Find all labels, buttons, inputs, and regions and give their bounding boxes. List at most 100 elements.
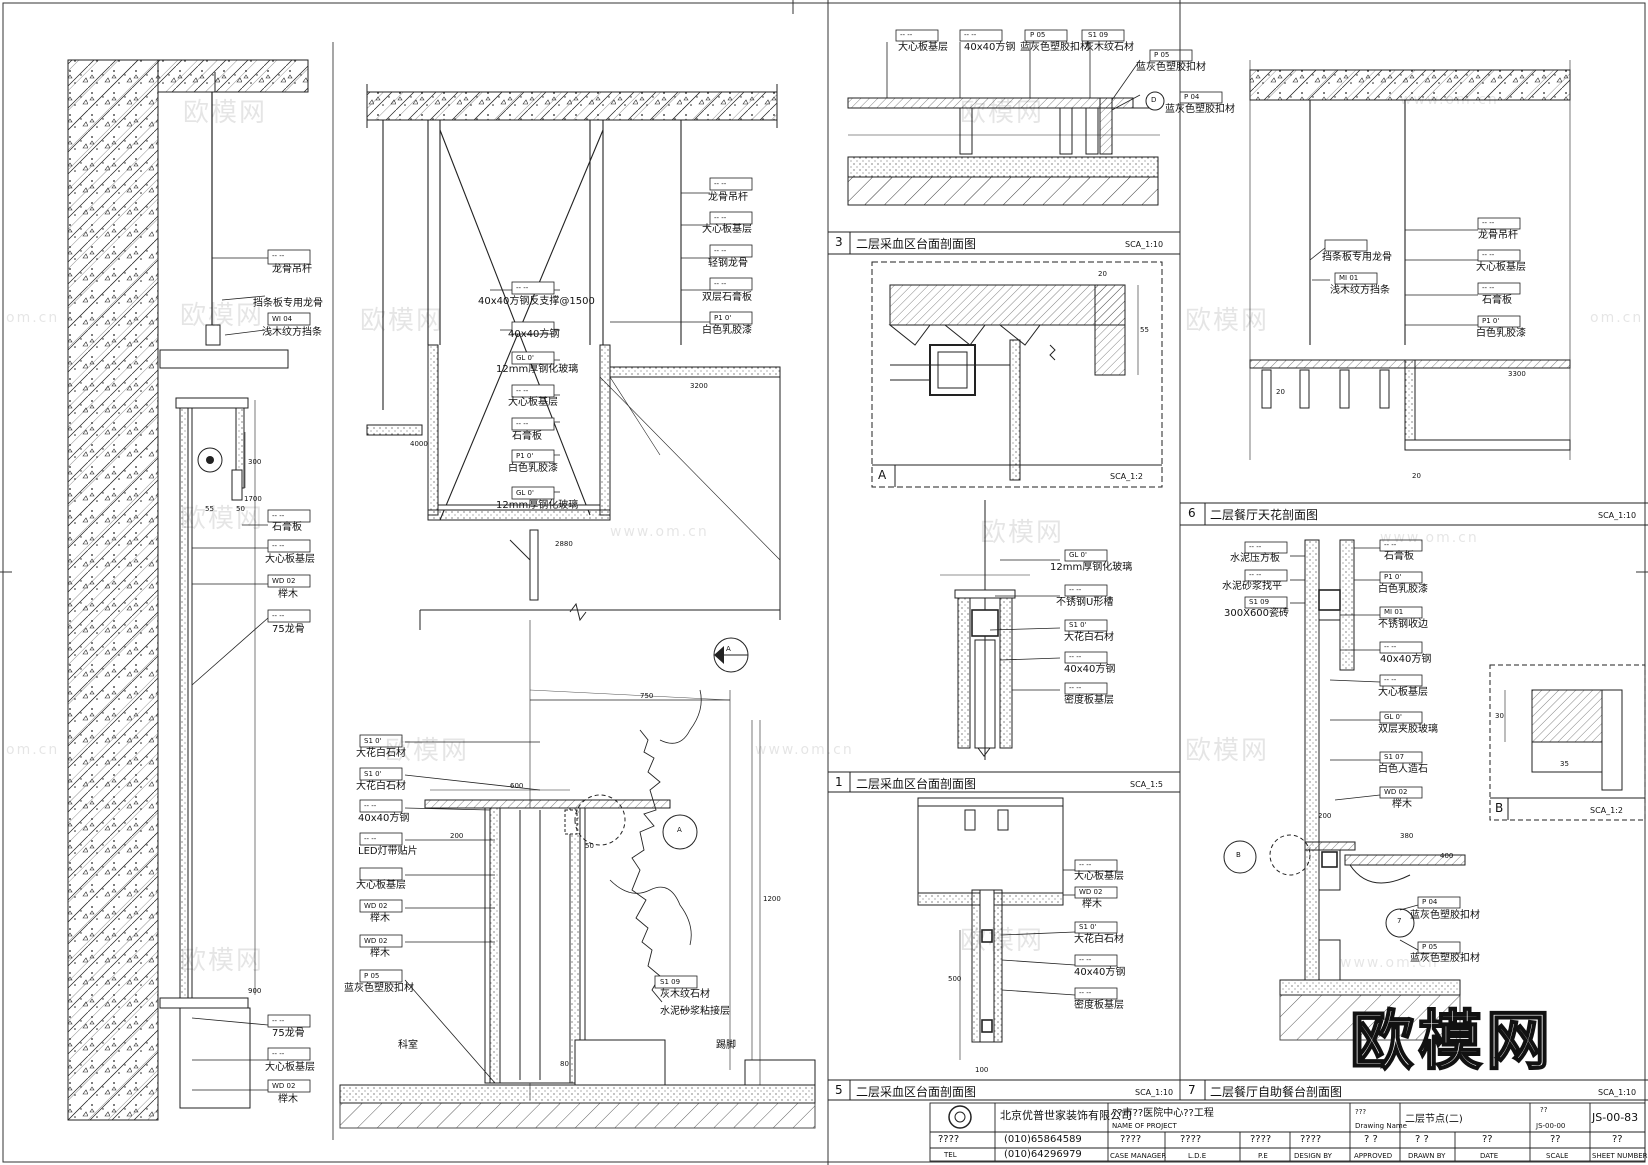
- wall-section-left: [67, 59, 311, 1121]
- dim: 200: [450, 832, 464, 840]
- note-cement-plaster: 水泥砂浆找平: [1222, 581, 1282, 592]
- drawing-name-label: Drawing Name: [1355, 1122, 1407, 1130]
- tel-1: (010)65864589: [1004, 1134, 1082, 1145]
- approved-q: ? ?: [1364, 1134, 1378, 1145]
- dim: 50: [585, 842, 594, 850]
- code-tag: -- --: [1482, 219, 1495, 227]
- watermark-url: www.om.cn: [1340, 955, 1439, 971]
- detail-ref[interactable]: A: [677, 826, 682, 834]
- dim: 1200: [763, 895, 781, 903]
- panel-1-number: 1: [835, 775, 843, 789]
- dim: 55: [205, 505, 214, 513]
- code-tag: P 05: [1030, 31, 1046, 39]
- note-steel-40: 40x40方钢: [508, 329, 560, 340]
- panel-6-scale: SCA_1:10: [1598, 511, 1637, 520]
- detail-ref[interactable]: A: [726, 645, 731, 653]
- note-cement-mortar: 水泥砂浆粘接层: [660, 1006, 730, 1017]
- note-tempered-glass: 12mm厚钢化玻璃: [496, 364, 579, 375]
- code-tag: WD 02: [364, 902, 388, 910]
- code-tag: S1 09: [1249, 598, 1270, 606]
- scale-q2: ??: [1550, 1134, 1561, 1145]
- panel-1: [828, 500, 1180, 793]
- tel-2: (010)64296979: [1004, 1149, 1082, 1160]
- code-tag: -- --: [1069, 653, 1082, 661]
- note-wood: 榉木: [370, 948, 390, 959]
- panel-3: [828, 29, 1223, 255]
- note-blockboard: 大心板基层: [702, 224, 752, 235]
- note-ceiling-hanger: 龙骨吊杆: [272, 264, 312, 275]
- title-block-frame: [929, 1102, 1646, 1162]
- code-tag: -- --: [1384, 541, 1397, 549]
- note-stainless-edge: 不锈钢收边: [1378, 619, 1428, 630]
- detail-ref[interactable]: D: [1151, 96, 1157, 104]
- code-tag: -- --: [1249, 571, 1262, 579]
- watermark-url: www.om.cn: [610, 524, 709, 540]
- panel-5-title: 二层采血区台面剖面图: [856, 1085, 977, 1099]
- code-tag: -- --: [364, 835, 377, 843]
- note-blue-board: 蓝灰色塑胶扣材: [1410, 910, 1480, 921]
- code-tag: P 04: [1184, 93, 1200, 101]
- code-tag: -- --: [1069, 586, 1082, 594]
- panel-6-title: 二层餐厅天花剖面图: [1210, 508, 1319, 522]
- code-tag: S1 0': [1079, 923, 1097, 931]
- code-tag: -- --: [900, 31, 913, 39]
- code-tag: S1 0': [1069, 621, 1087, 629]
- code-tag: -- --: [272, 1050, 285, 1058]
- code-tag: WD 02: [272, 1082, 296, 1090]
- note-floor-finish: 踢脚: [716, 1040, 736, 1051]
- note-steel-40: 40x40方钢: [1064, 664, 1116, 675]
- note-marble: 大花白石材: [1074, 934, 1124, 945]
- dim: 300: [248, 458, 262, 466]
- note-steel-40: 40x40方钢: [358, 813, 410, 824]
- code-tag: -- --: [1079, 956, 1092, 964]
- note-blue-board: 蓝灰色塑胶扣材: [1136, 62, 1206, 73]
- panel-6-number: 6: [1188, 506, 1196, 520]
- panel-3-title: 二层采血区台面剖面图: [856, 237, 977, 251]
- code-tag: -- --: [714, 280, 727, 288]
- watermark-brand: 欧模网: [1349, 1004, 1554, 1080]
- dim: 35: [1560, 760, 1569, 768]
- note-blue-board: 蓝灰色塑胶扣材: [344, 983, 414, 994]
- code-tag: WD 02: [1384, 788, 1408, 796]
- panel-A: [871, 261, 1163, 488]
- code-tag: S1 09: [1088, 31, 1109, 39]
- code-tag: -- --: [1384, 676, 1397, 684]
- code-tag: P 05: [364, 972, 380, 980]
- note-blue-board: 蓝灰色塑胶扣材: [1165, 104, 1235, 115]
- note-blockboard: 大心板基层: [508, 397, 558, 408]
- counter-section-main: [332, 42, 816, 1140]
- dim: 30: [1495, 712, 1504, 720]
- note-led: LED灯带贴片: [358, 846, 418, 857]
- panel-A-number: A: [878, 468, 887, 482]
- drawn-q: ? ?: [1415, 1134, 1429, 1145]
- panel-B: [1489, 664, 1646, 821]
- code-tag: WD 02: [364, 937, 388, 945]
- watermark-url: www.om.cn: [1380, 530, 1479, 546]
- panel-7-number: 7: [1188, 1083, 1196, 1097]
- company-logo: [948, 1105, 972, 1129]
- detail-ref[interactable]: B: [1236, 851, 1241, 859]
- code-tag: S1 07: [1384, 753, 1405, 761]
- note-blind-box-keel: 挡条板专用龙骨: [1322, 252, 1392, 263]
- dim: 80: [560, 1060, 569, 1068]
- drawing-name: 二层节点(二): [1405, 1114, 1463, 1125]
- project-label: NAME OF PROJECT: [1112, 1122, 1177, 1130]
- note-blockboard: 大心板基层: [1074, 871, 1124, 882]
- pe-q: ????: [1250, 1134, 1272, 1145]
- code-tag: WD 02: [1079, 888, 1103, 896]
- note-wood: 榉木: [278, 589, 298, 600]
- code-tag: S1 09: [660, 978, 681, 986]
- sheet-q: ??: [1612, 1134, 1623, 1145]
- note-marble: 大花白石材: [1064, 632, 1114, 643]
- detail-ref[interactable]: 7: [1397, 917, 1402, 925]
- code-tag: GL 0': [516, 489, 534, 497]
- note-wood: 榉木: [370, 913, 390, 924]
- note-double-glass: 双层夹胶玻璃: [1378, 724, 1438, 735]
- note-white-latex: 白色乳胶漆: [1378, 584, 1428, 595]
- watermark-url: om.cn: [1590, 310, 1644, 326]
- code-tag: P 05: [1422, 943, 1438, 951]
- code-tag: WD 02: [272, 577, 296, 585]
- note-tempered-glass: 12mm厚钢化玻璃: [1050, 562, 1133, 573]
- dim: 20: [1098, 270, 1107, 278]
- note-blue-board: 蓝灰色塑胶扣材: [1410, 953, 1480, 964]
